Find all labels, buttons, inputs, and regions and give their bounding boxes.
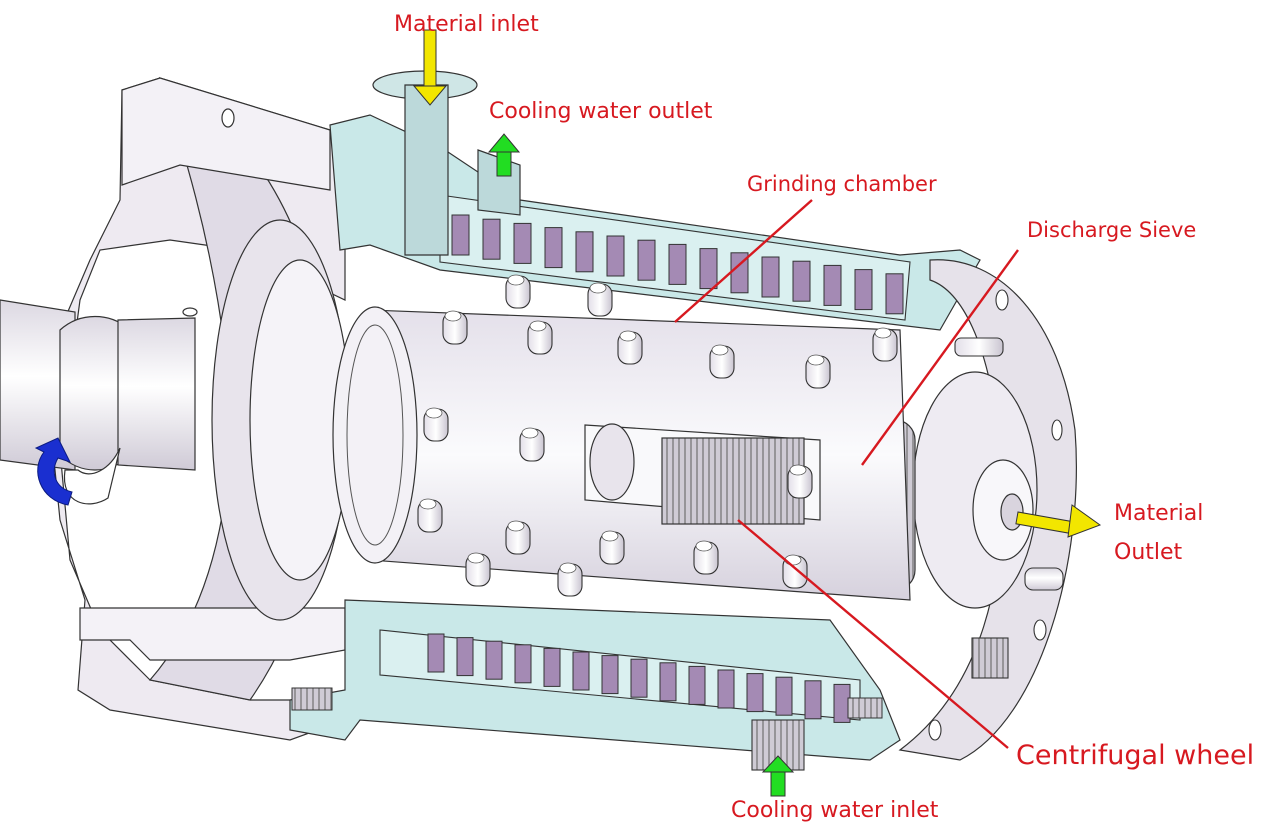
water-flow-arrow: [487, 133, 521, 177]
grinding-pin-cap: [507, 520, 525, 532]
material-flow-arrow: [412, 29, 448, 106]
cooling-channel: [637, 239, 656, 281]
bolt-hole: [221, 108, 235, 128]
flange-hole: [1033, 619, 1047, 641]
centrifugal-wheel: [661, 437, 805, 525]
grinding-pins: [417, 274, 898, 597]
label-grinding-chamber: Grinding chamber: [747, 172, 937, 196]
label-cooling-water-outlet: Cooling water outlet: [489, 99, 713, 124]
grinding-pin-cap: [425, 407, 443, 419]
flange-hole: [995, 289, 1009, 311]
cooling-channel: [572, 651, 590, 691]
rotor-end-ring: [346, 324, 404, 546]
cooling-channel: [885, 273, 904, 315]
cooling-channel: [451, 214, 470, 256]
cooling-channels-top: [451, 214, 904, 315]
cooling-channel: [575, 231, 594, 273]
grinding-pin-cap: [807, 354, 825, 366]
cooling-channel: [630, 658, 648, 698]
grinding-pin-cap: [521, 427, 539, 439]
grinding-pin-cap: [419, 498, 437, 510]
cooling-channel: [854, 269, 873, 311]
cooling-channel: [601, 655, 619, 695]
leader-grinding-chamber: [674, 199, 813, 323]
cooling-channel: [427, 633, 445, 673]
cooling-channel: [688, 665, 706, 705]
grinding-pin-cap: [711, 344, 729, 356]
flange-hole: [928, 719, 942, 741]
cooling-channel: [482, 218, 501, 260]
label-material-outlet-1: Material: [1114, 501, 1204, 526]
cooling-channel: [544, 227, 563, 269]
cooling-channel: [823, 264, 842, 306]
label-cooling-water-inlet: Cooling water inlet: [731, 798, 939, 823]
label-centrifugal-wheel: Centrifugal wheel: [1016, 740, 1255, 771]
cooling-channel: [804, 680, 822, 720]
cooling-channel: [761, 256, 780, 298]
cooling-channel: [485, 640, 503, 680]
label-discharge-sieve: Discharge Sieve: [1027, 218, 1197, 242]
cooling-channel: [513, 222, 532, 264]
tie-rod-right: [847, 697, 883, 719]
grinding-pin-cap: [467, 552, 485, 564]
cooling-channels-bottom: [427, 633, 851, 723]
cooling-channel: [659, 662, 677, 702]
inlet-pipe: [404, 84, 449, 256]
leader-centrifugal-wheel: [737, 519, 1009, 749]
grinding-pin-cap: [874, 327, 892, 339]
material-flow-arrow: [1015, 504, 1102, 538]
label-material-outlet-2: Outlet: [1114, 540, 1183, 565]
cooling-channel: [606, 235, 625, 277]
cooling-channel: [792, 260, 811, 302]
grinding-pin-cap: [444, 310, 462, 322]
cooling-channel: [699, 248, 718, 290]
leader-discharge-sieve: [861, 249, 1019, 466]
rotation-arrow: [34, 437, 121, 506]
cooling-channel: [543, 647, 561, 687]
grinding-pin-cap: [559, 562, 577, 574]
water-flow-arrow: [761, 755, 795, 797]
tie-rod-left: [291, 687, 333, 711]
wheel-disk: [589, 423, 635, 501]
grinding-pin-cap: [507, 274, 525, 286]
cooling-channel: [746, 673, 764, 713]
grinding-pin-cap: [601, 530, 619, 542]
cooling-channel: [775, 676, 793, 716]
threaded-port: [971, 637, 1009, 679]
cooling-channel: [717, 669, 735, 709]
grinding-pin-cap: [589, 282, 607, 294]
shaft-collar: [117, 317, 196, 471]
grinding-pin-cap: [619, 330, 637, 342]
grinding-pin-cap: [695, 540, 713, 552]
hose-barb: [1024, 567, 1064, 591]
grinding-pin-cap: [789, 464, 807, 476]
grinding-pin-cap: [529, 320, 547, 332]
cooling-channel: [456, 637, 474, 677]
vent-pin: [954, 337, 1004, 357]
flange-hole: [1051, 419, 1063, 441]
rotor-end: [332, 306, 418, 564]
label-material-inlet: Material inlet: [394, 12, 539, 37]
cooling-channel: [514, 644, 532, 684]
grinding-pin-cap: [784, 554, 802, 566]
cooling-channel: [668, 243, 687, 285]
bolt-hole: [182, 307, 198, 317]
left-flange-bracket: [121, 77, 331, 191]
